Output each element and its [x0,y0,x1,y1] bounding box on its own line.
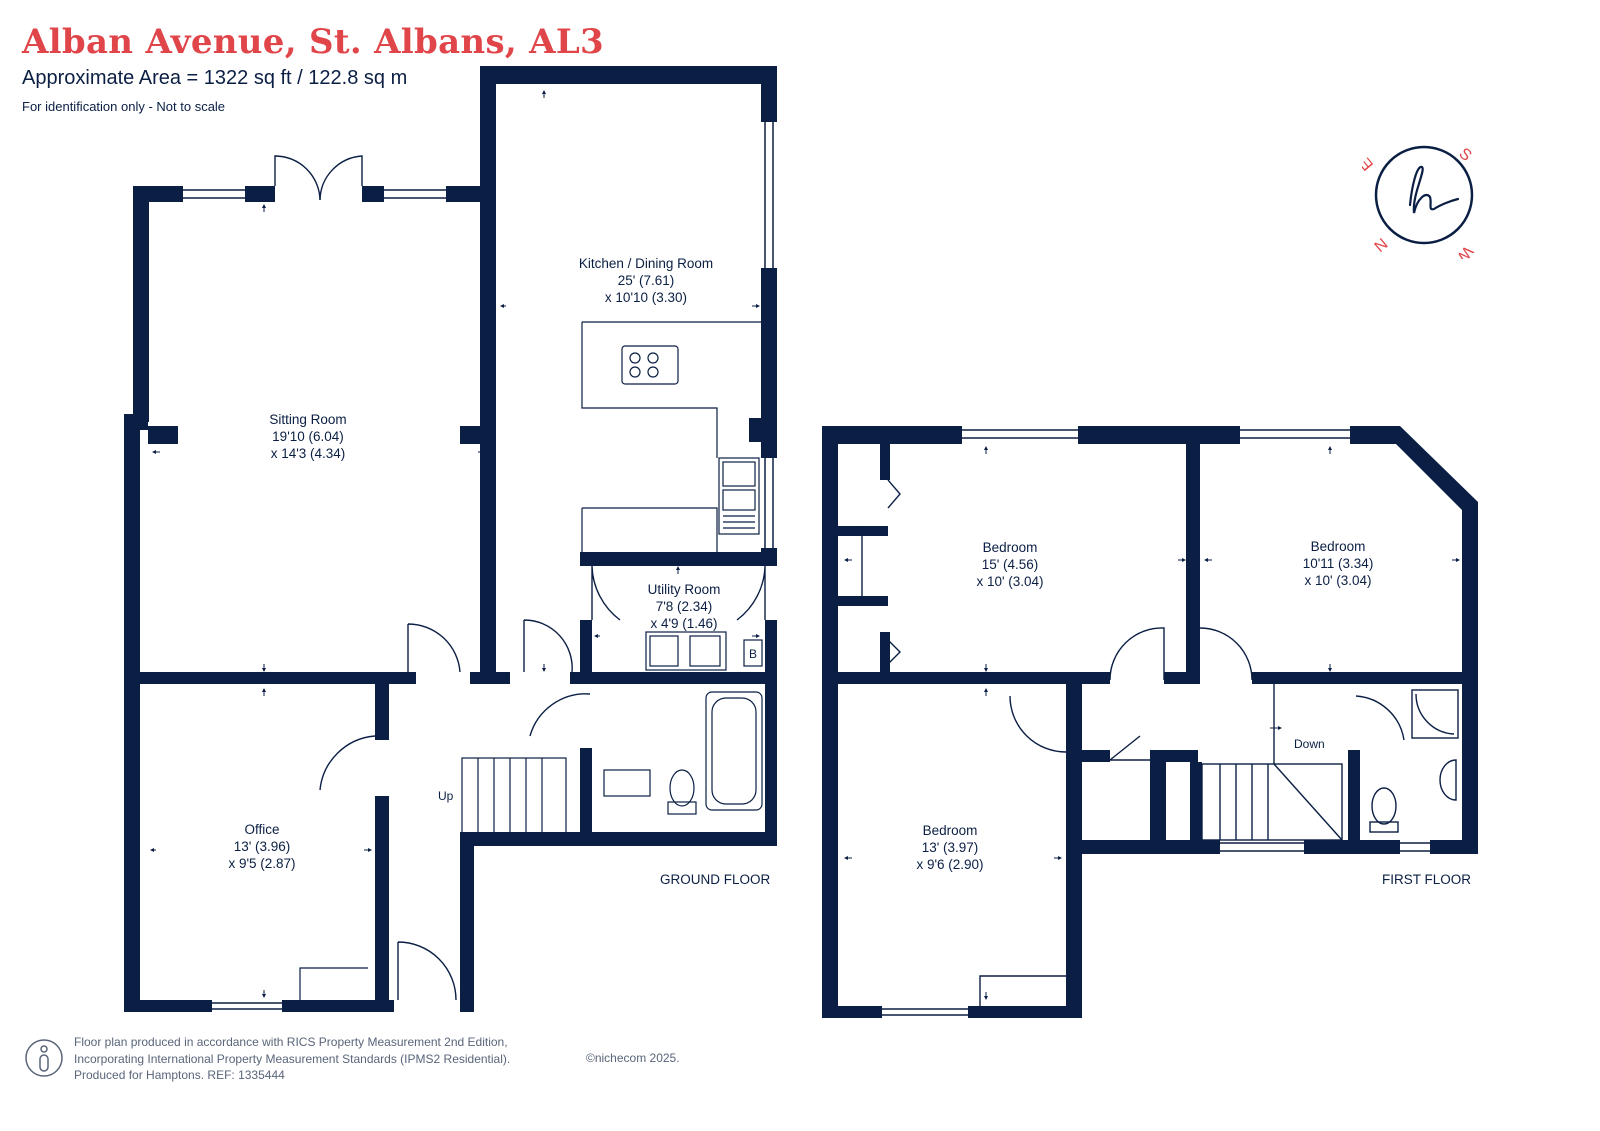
sitting-room-dim2: x 14'3 (4.34) [271,446,346,461]
first-floor-windows [882,429,1430,1016]
sitting-room-dim1: 19'10 (6.04) [272,429,344,444]
sitting-room-name: Sitting Room [269,412,346,427]
stairs-up-label: Up [438,789,454,803]
bedroom-2-dim2: x 10' (3.04) [1304,573,1371,588]
office-name: Office [244,822,279,837]
ground-floor-doors [274,155,766,1001]
kitchen-name: Kitchen / Dining Room [579,256,713,271]
bedroom-3-dim1: 13' (3.97) [922,840,979,855]
boiler-label: B [749,647,757,661]
kitchen-dim2: x 10'10 (3.30) [605,290,687,305]
info-person-icon [25,1039,63,1077]
ground-floor-label: GROUND FLOOR [660,872,771,887]
utility-room-name: Utility Room [648,582,721,597]
utility-room-dim2: x 4'9 (1.46) [650,616,717,631]
footer-line-1: Floor plan produced in accordance with R… [74,1035,508,1049]
bedroom-1-dim2: x 10' (3.04) [976,574,1043,589]
approximate-area: Approximate Area = 1322 sq ft / 122.8 sq… [22,67,408,89]
first-floor-walls [822,426,1478,1018]
footer-credit: ©nichecom 2025. [586,1051,680,1065]
bedroom-2-dim1: 10'11 (3.34) [1303,556,1374,571]
utility-room-dim1: 7'8 (2.34) [656,599,713,614]
footer-line-3: Produced for Hamptons. REF: 1335444 [74,1068,285,1082]
bedroom-3-dim2: x 9'6 (2.90) [916,857,983,872]
compass-logo-icon: N E S W [1362,145,1476,259]
identification-note: For identification only - Not to scale [22,99,226,114]
ground-floor-windows [183,122,774,1010]
kitchen-fixtures [299,321,763,1000]
first-floor-doors [861,479,1459,1006]
stairs-down-label: Down [1294,737,1325,751]
bedroom-2-name: Bedroom [1311,539,1366,554]
bedroom-1-name: Bedroom [983,540,1038,555]
footer-line-2: Incorporating International Property Mea… [74,1051,511,1066]
bedroom-3-name: Bedroom [923,823,978,838]
ground-floor-walls [124,66,777,1012]
bedroom-1-dim1: 15' (4.56) [982,557,1039,572]
page-title: Alban Avenue, St. Albans, AL3 [22,22,605,62]
first-floor-arrows [844,446,1460,1000]
kitchen-dim1: 25' (7.61) [618,273,675,288]
footer-text: Floor plan produced in accordance with R… [74,1034,510,1084]
ground-floor-arrows [150,90,760,998]
office-dim2: x 9'5 (2.87) [228,856,295,871]
first-floor-label: FIRST FLOOR [1382,872,1471,887]
office-dim1: 13' (3.96) [234,839,291,854]
